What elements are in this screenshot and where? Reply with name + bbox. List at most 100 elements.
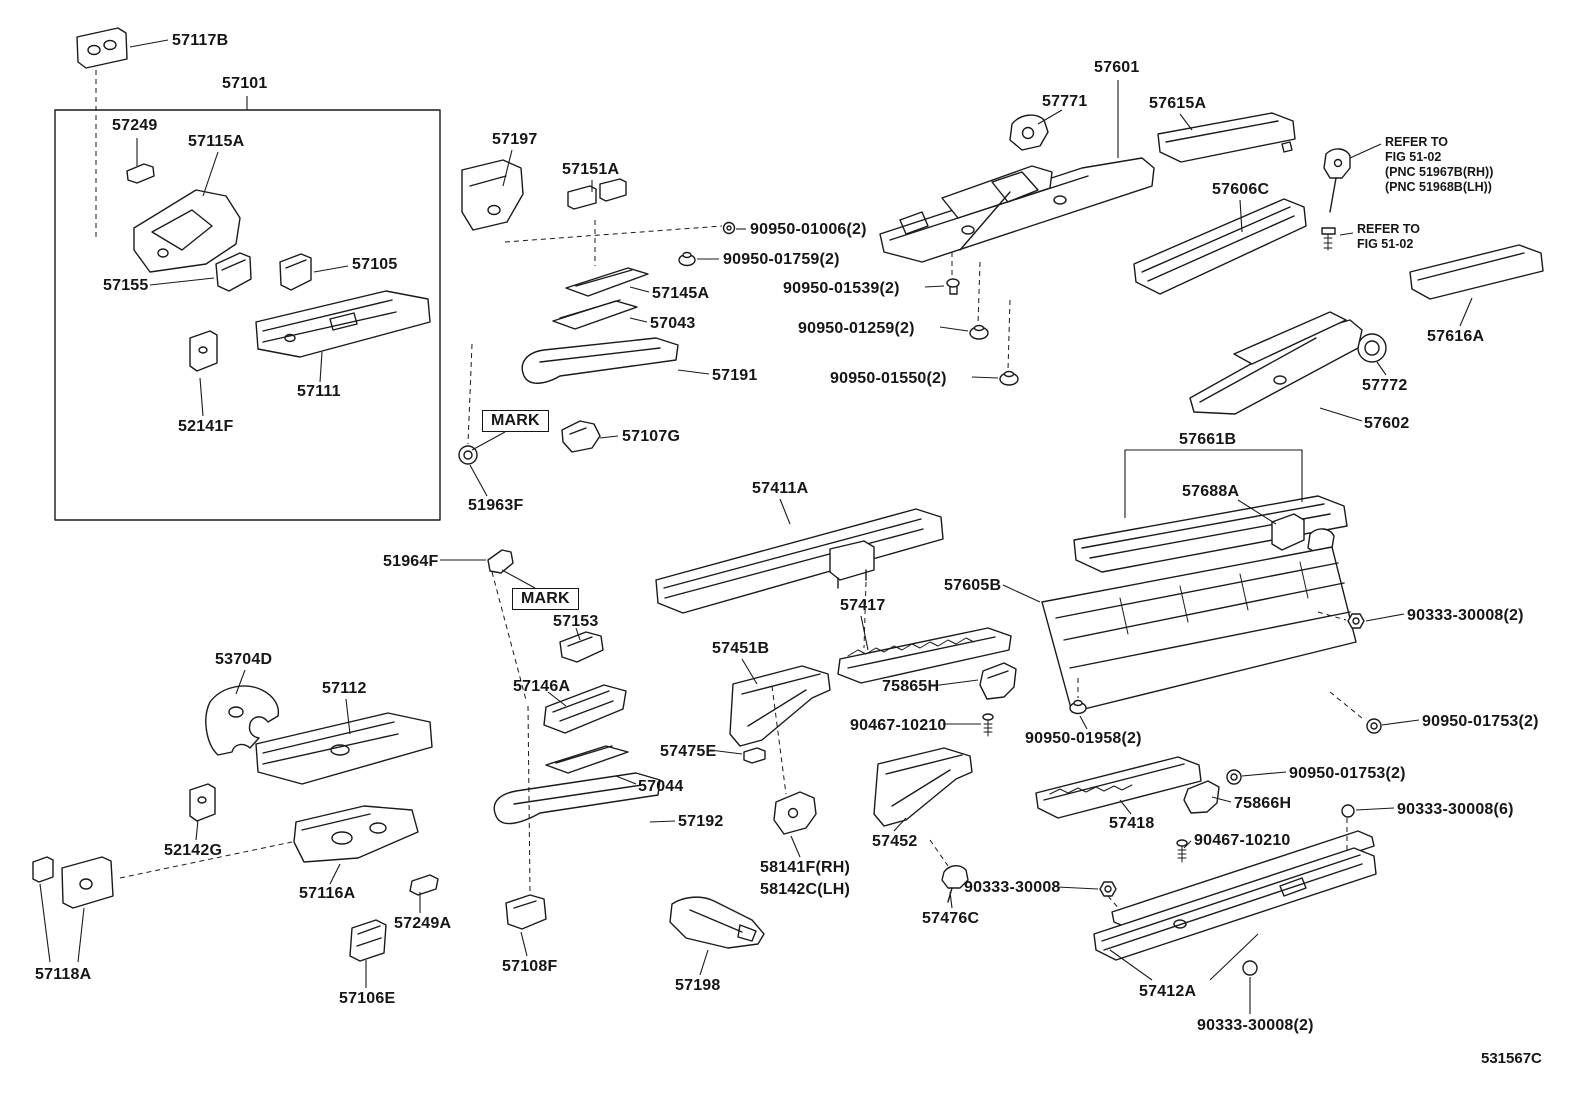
part-label-57197-8: 57197	[492, 131, 538, 148]
part-label-fig-51-02-52: FIG 51-02	[1357, 237, 1414, 251]
part-label-mark-15: MARK	[482, 410, 549, 432]
part-57108f	[505, 894, 547, 930]
ball-90333-30008-6	[1341, 804, 1355, 818]
part-label-90950-01550-2-56: 90950-01550(2)	[830, 370, 947, 387]
plug-90950-01753-b	[1226, 769, 1242, 785]
grommet-90950-01550	[999, 370, 1019, 386]
part-label-53704d-24: 53704D	[215, 651, 273, 668]
part-57451b	[729, 665, 831, 747]
part-label-57418-69: 57418	[1109, 815, 1155, 832]
part-label-57601-44: 57601	[1094, 59, 1140, 76]
part-57145a	[565, 267, 649, 297]
grommet-51963f	[458, 445, 478, 465]
part-label-57605b-62: 57605B	[944, 577, 1002, 594]
part-label-90950-01539-2-54: 90950-01539(2)	[783, 280, 900, 297]
part-57412a	[1093, 830, 1377, 961]
part-57616a	[1409, 244, 1544, 300]
part-label-57101-1: 57101	[222, 75, 268, 92]
part-label-90333-30008-2-72: 90333-30008(2)	[1197, 1017, 1314, 1034]
part-label-57118a-28: 57118A	[35, 966, 92, 983]
part-57043	[552, 299, 638, 330]
part-57661b	[1073, 495, 1348, 573]
part-57151a	[567, 178, 627, 210]
part-57475e	[743, 747, 766, 764]
part-label-90467-10210-70: 90467-10210	[1194, 832, 1291, 849]
part-label-57146a-21: 57146A	[513, 678, 571, 695]
part-58141f	[773, 791, 817, 835]
part-57153	[559, 631, 604, 663]
part-label-57191-14: 57191	[712, 367, 758, 384]
part-57192	[493, 772, 661, 825]
part-51964f	[487, 549, 514, 574]
part-label-57475e-35: 57475E	[660, 743, 717, 760]
part-label-57115a-3: 57115A	[188, 133, 245, 150]
part-label-57145a-12: 57145A	[652, 285, 710, 302]
part-57155	[215, 252, 252, 292]
part-label-57249a-29: 57249A	[394, 915, 452, 932]
part-57112	[255, 712, 433, 785]
part-label-90467-10210-38: 90467-10210	[850, 717, 947, 734]
part-57452	[873, 747, 973, 827]
part-label-75866h-67: 75866H	[1234, 795, 1292, 812]
part-label-fig-51-02-48: FIG 51-02	[1385, 150, 1442, 164]
part-label-57476c-42: 57476C	[922, 910, 980, 927]
refer-bracket	[1323, 148, 1351, 213]
diagram-code: 531567C	[1481, 1050, 1542, 1067]
part-label-57116a-27: 57116A	[299, 885, 356, 902]
part-57116a	[293, 805, 419, 863]
ball-90333-30008-2b	[1242, 960, 1258, 976]
part-57606c	[1133, 198, 1307, 295]
part-57418	[1035, 756, 1202, 819]
part-52141f	[189, 330, 218, 372]
part-label-57688a-61: 57688A	[1182, 483, 1240, 500]
part-label-52142g-26: 52142G	[164, 842, 223, 859]
part-label-pnc-51967b-rh-49: (PNC 51967B(RH))	[1385, 165, 1494, 179]
part-57106e	[349, 919, 387, 962]
grommet-90950-01006	[722, 221, 736, 235]
part-57115a	[133, 189, 241, 273]
part-label-57412a-71: 57412A	[1139, 983, 1197, 1000]
part-label-57771-45: 57771	[1042, 93, 1088, 110]
part-57198	[669, 896, 765, 949]
part-label-57153-20: 57153	[553, 613, 599, 630]
part-label-57452-41: 57452	[872, 833, 918, 850]
assembly-57602	[1189, 311, 1363, 415]
part-57615a	[1157, 112, 1296, 163]
part-label-90950-01753-2-64: 90950-01753(2)	[1422, 713, 1539, 730]
part-label-57616a-57: 57616A	[1427, 328, 1485, 345]
part-label-90950-01753-2-66: 90950-01753(2)	[1289, 765, 1406, 782]
part-57191	[521, 337, 679, 384]
part-label-57111-6: 57111	[297, 383, 341, 400]
part-label-90950-01958-2-65: 90950-01958(2)	[1025, 730, 1142, 747]
grommet-90950-01259	[969, 324, 989, 340]
part-75866h	[1183, 780, 1220, 814]
part-57118a	[32, 856, 114, 909]
part-57111	[255, 290, 431, 358]
part-57107g	[561, 420, 601, 453]
part-label-90950-01259-2-55: 90950-01259(2)	[798, 320, 915, 337]
dashed-lines	[95, 70, 1363, 911]
part-label-57606c-53: 57606C	[1212, 181, 1270, 198]
part-75865h	[979, 662, 1017, 700]
part-label-57043-13: 57043	[650, 315, 696, 332]
part-label-57417-36: 57417	[840, 597, 886, 614]
part-57105	[279, 253, 312, 291]
part-53704d	[205, 685, 280, 756]
nut-90333-30008-b	[1347, 613, 1365, 629]
part-label-refer-to-47: REFER TO	[1385, 135, 1448, 149]
part-label-57117b-0: 57117B	[172, 32, 229, 49]
part-label-90950-01006-2-10: 90950-01006(2)	[750, 221, 867, 238]
part-label-51964f-18: 51964F	[383, 553, 439, 570]
assembly-57601	[879, 157, 1155, 263]
part-label-pnc-51968b-lh-50: (PNC 51968B(LH))	[1385, 180, 1492, 194]
part-label-57198-32: 57198	[675, 977, 721, 994]
part-label-mark-19: MARK	[512, 588, 579, 610]
part-57417	[837, 627, 1012, 684]
part-label-57661b-60: 57661B	[1179, 431, 1237, 448]
part-label-57112-25: 57112	[322, 680, 367, 697]
part-57605b	[1041, 546, 1357, 713]
refer-bolt	[1321, 227, 1336, 251]
grommet-90950-01958	[1069, 699, 1087, 715]
plug-90950-01539	[946, 278, 960, 295]
